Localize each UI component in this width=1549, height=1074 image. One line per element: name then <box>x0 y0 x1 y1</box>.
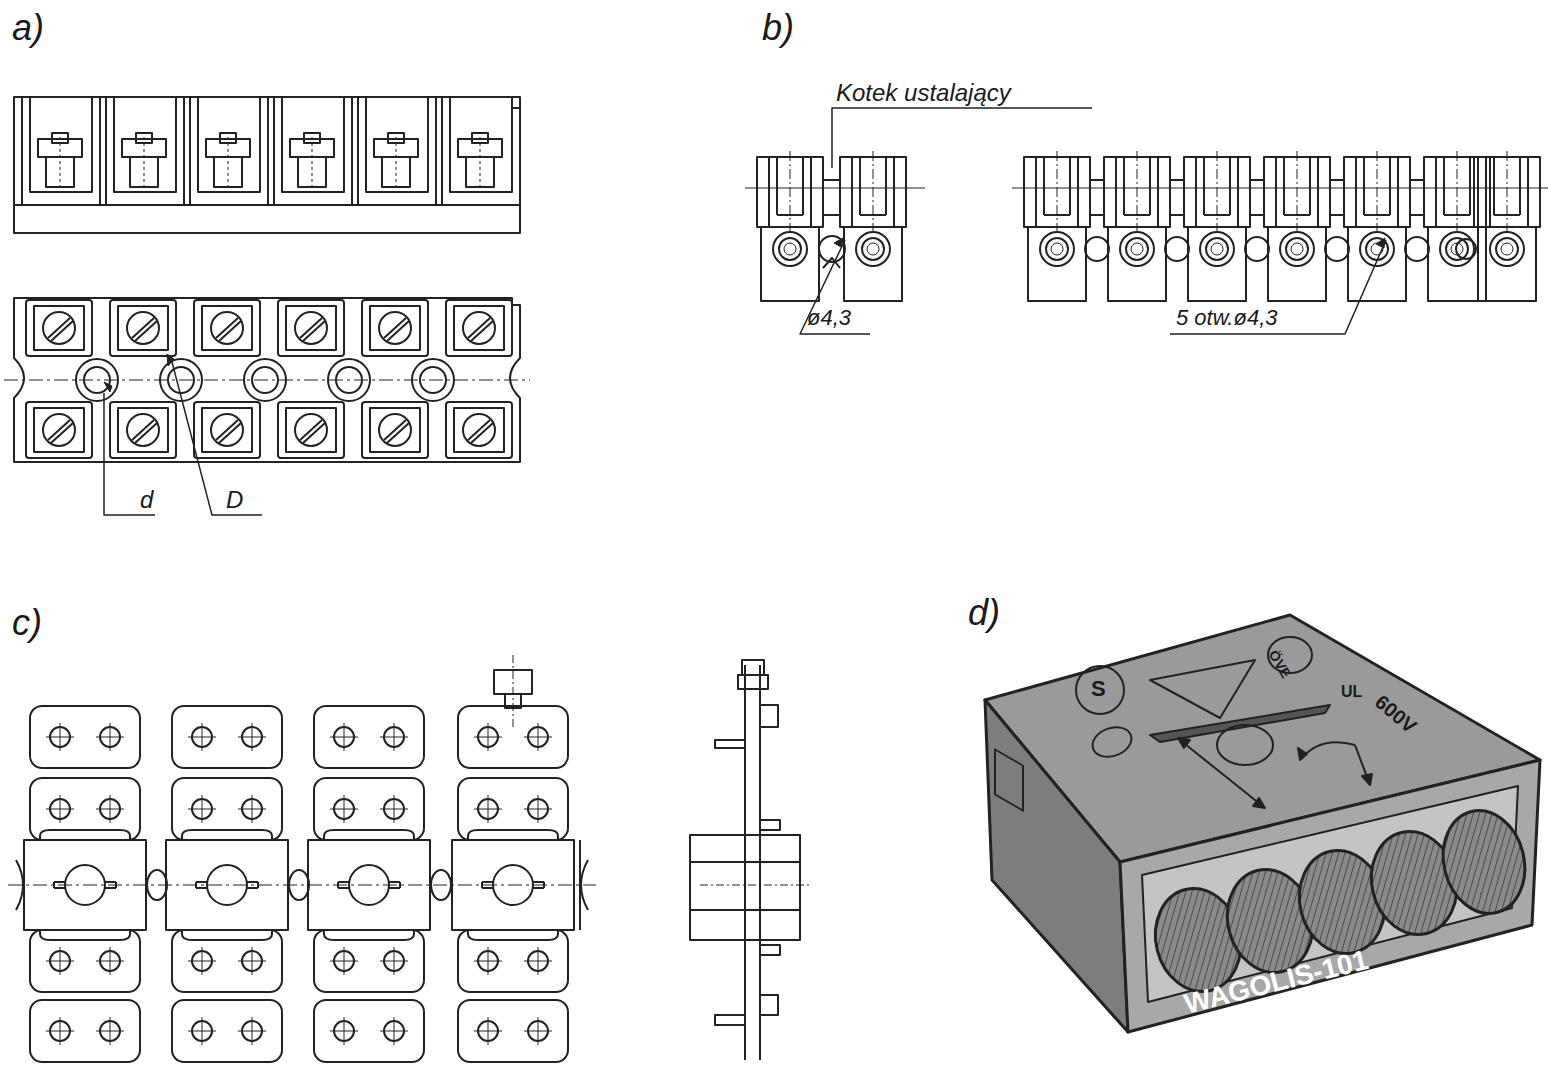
marking: UL <box>1341 683 1362 701</box>
panel-letter: a) <box>12 8 44 48</box>
dimension-symbol: D <box>226 487 243 513</box>
panel-letter: b) <box>762 8 794 48</box>
dimension: ø4,3 <box>807 306 851 330</box>
dimension: 5 otw.ø4,3 <box>1176 306 1278 330</box>
dimension-symbol: d <box>140 487 153 513</box>
part-name: Kotek ustalający <box>836 80 1011 106</box>
panel-letter: d) <box>968 593 1000 633</box>
panel-letter: c) <box>12 603 42 643</box>
marking: S <box>1091 677 1106 701</box>
